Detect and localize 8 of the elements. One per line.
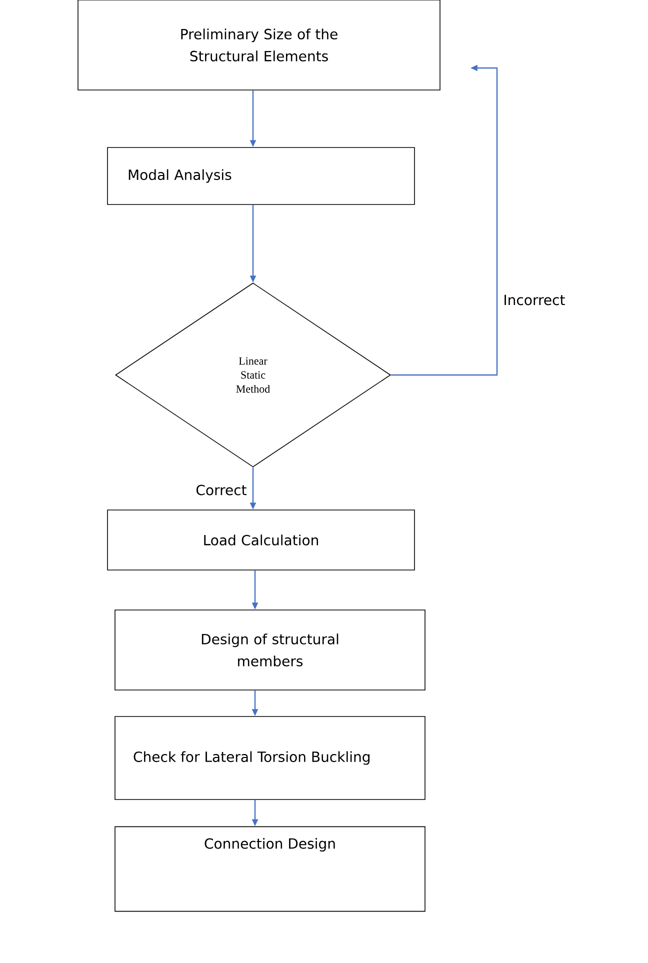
edge-label: Correct — [196, 484, 246, 496]
process-box: Modal Analysis — [107, 147, 415, 205]
process-box: Load Calculation — [107, 510, 415, 570]
process-box: Preliminary Size of the Structural Elements — [78, 0, 440, 90]
process-box: Check for Lateral Torsion Buckling — [114, 716, 426, 800]
edge-label: Incorrect — [504, 294, 565, 306]
process-box: Design of structural members — [114, 610, 426, 690]
process-box: Connection Design — [114, 826, 426, 912]
